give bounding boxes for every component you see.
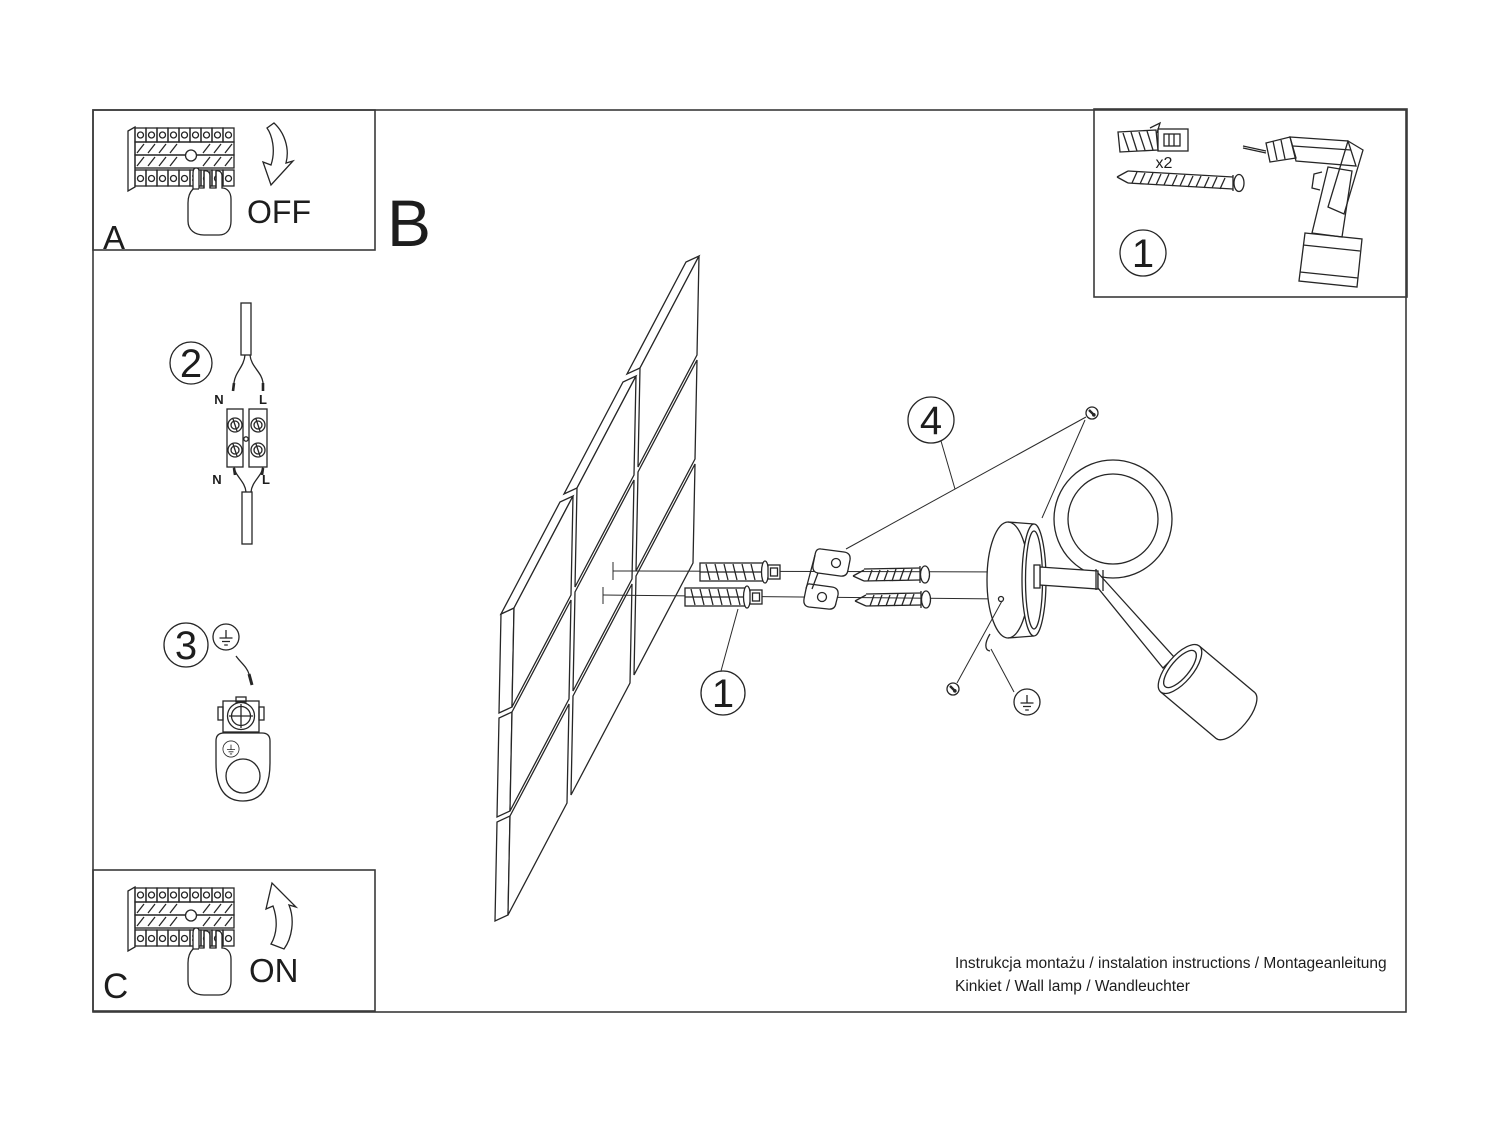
parts-box: [1093, 108, 1408, 298]
terminal-block: [226, 408, 268, 468]
step-2-wiring-figure: 2 N L N L: [169, 302, 270, 545]
footer-line1: Instrukcja montażu / instalation instruc…: [955, 955, 1387, 972]
off-arrow-icon: [261, 122, 296, 187]
leader-lines: [720, 416, 1087, 693]
parts-box-content: x2 1: [1116, 121, 1364, 288]
callout-4-circle: [907, 396, 955, 444]
wall-tiles: [494, 254, 701, 923]
callout-2-circle: [169, 341, 213, 385]
mounting-screw-bottom: [854, 590, 932, 609]
callout-3: 3: [175, 624, 197, 668]
cable-top: [240, 302, 252, 356]
callout-1-main: 1: [712, 672, 734, 716]
lamp-arm: [1039, 566, 1099, 590]
panel-a-box: [92, 109, 376, 251]
panel-c-box: [92, 869, 376, 1012]
panel-b-label: B: [387, 186, 431, 260]
off-label: OFF: [247, 194, 311, 230]
wire-label-l-bottom: L: [262, 472, 270, 487]
callout-1-circle-main: [700, 670, 746, 716]
cable-bottom: [241, 491, 253, 545]
drill-icon: [1242, 136, 1364, 288]
callout-1-circle: [1119, 229, 1167, 277]
anchor-quantity-label: x2: [1156, 155, 1173, 172]
wire-label-n-top: N: [214, 392, 223, 407]
screw-figure: [1116, 170, 1245, 193]
footer: Instrukcja montażu / instalation instruc…: [955, 955, 1387, 995]
panel-c-label: C: [103, 967, 128, 1006]
callout-4: 4: [920, 399, 942, 443]
wire-label-n-bottom: N: [212, 472, 221, 487]
on-label: ON: [249, 952, 299, 989]
canopy-screw-hole: [997, 595, 1005, 603]
lamp-socket: [1157, 643, 1258, 741]
panel-a: A OFF: [103, 122, 311, 256]
panel-c: C ON: [103, 881, 299, 1006]
wall-anchor-bottom: [684, 585, 763, 609]
callout-3-circle: [163, 622, 209, 668]
lamp-loop-arm: [1053, 459, 1173, 579]
panel-a-label: A: [103, 219, 125, 256]
on-arrow-icon: [265, 881, 299, 950]
exploded-view: 4 1: [494, 254, 1258, 923]
mounting-bracket: [803, 548, 851, 610]
wire-label-l-top: L: [259, 392, 267, 407]
callout-1: 1: [1132, 232, 1154, 276]
earth-terminal: [217, 696, 265, 733]
mounting-screw-top: [852, 565, 931, 584]
canopy: [985, 521, 1047, 652]
step-3-earthing-figure: 3: [163, 622, 271, 802]
footer-line2: Kinkiet / Wall lamp / Wandleuchter: [955, 978, 1190, 995]
wall-anchor-top: [699, 560, 781, 584]
callout-2: 2: [180, 342, 202, 386]
wall-plug-figure: [1117, 121, 1189, 153]
earth-wire: [985, 633, 991, 652]
lamp-bracket-base: [215, 732, 271, 802]
outer-frame: [92, 109, 1407, 1013]
lamp-rod: [1097, 571, 1175, 669]
